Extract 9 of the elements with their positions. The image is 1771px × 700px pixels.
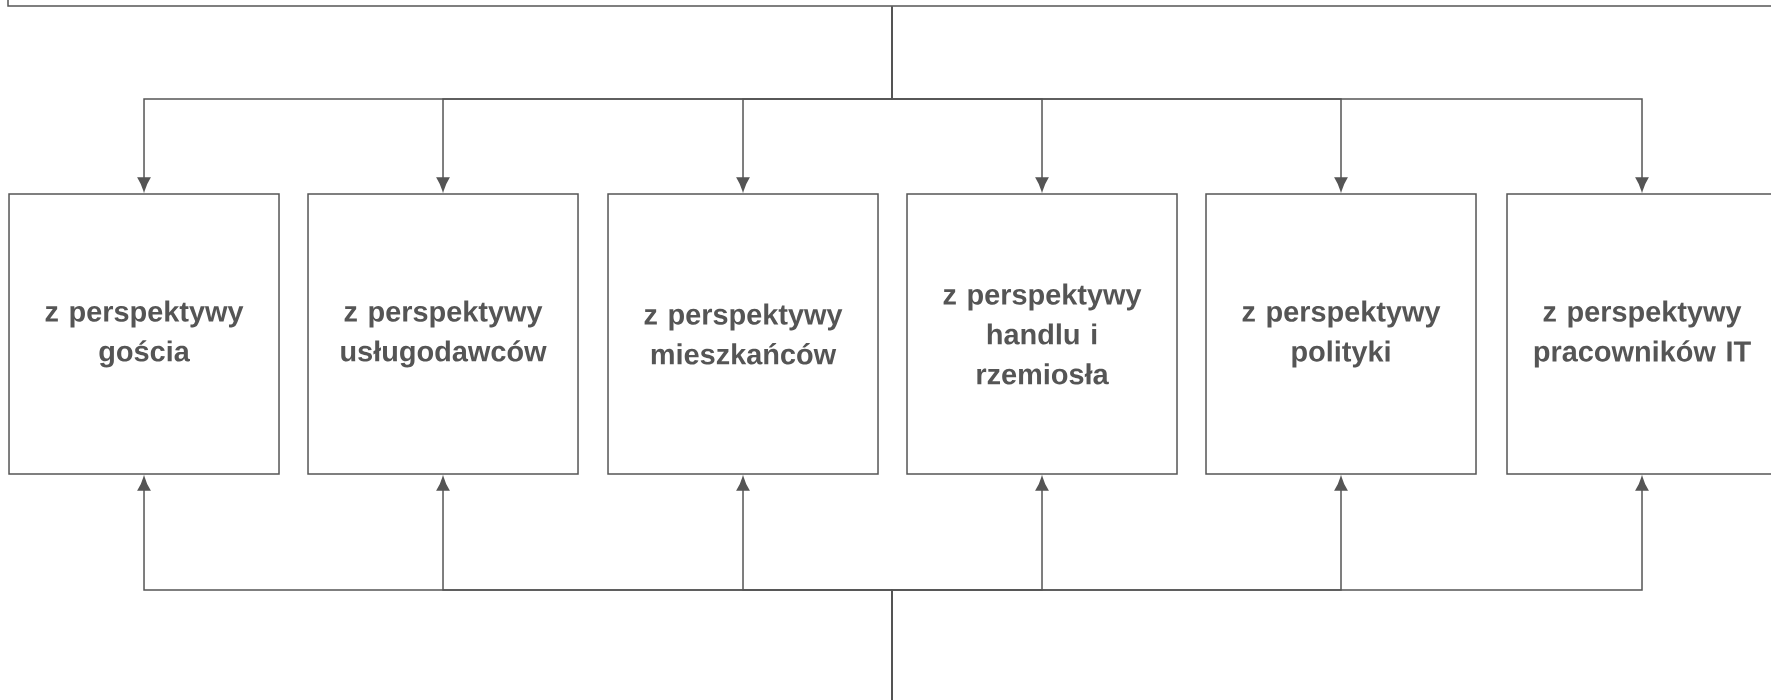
text-box: z perspektywy usługodawców [307,193,579,475]
text-box: z perspektywy gościa [8,193,280,475]
text-box: z perspektywy pracowników IT [1506,193,1771,475]
text-box: z perspektywy handlu i rzemiosła [906,193,1178,475]
box [7,0,1771,7]
text-box: z perspektywy mieszkańców [607,193,879,475]
arrow [891,476,1649,700]
text-box: z perspektywy polityki [1205,193,1477,475]
arrow [891,6,1649,192]
